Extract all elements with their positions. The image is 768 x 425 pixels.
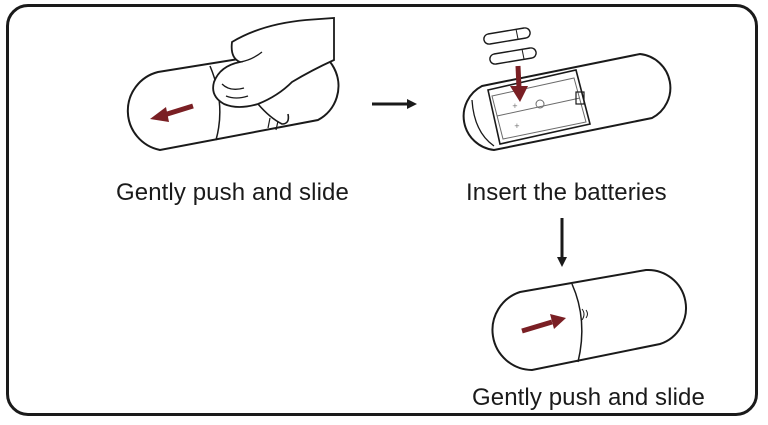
step1-illustration <box>126 17 340 152</box>
remote-body-step3 <box>491 268 687 372</box>
step2-caption: Insert the batteries <box>466 179 667 206</box>
slide-arrow-right <box>521 314 566 334</box>
slide-arrow-left <box>150 103 194 122</box>
diagram-frame <box>6 4 758 416</box>
batteries-icon <box>483 27 537 65</box>
step2-illustration: + + <box>462 27 672 152</box>
step3-illustration <box>491 268 687 372</box>
svg-text:+: + <box>514 122 520 130</box>
insert-arrow-down <box>510 65 528 102</box>
hand-icon <box>212 17 335 131</box>
svg-text:+: + <box>512 102 518 110</box>
step1-caption: Gently push and slide <box>116 179 349 206</box>
step3-caption: Gently push and slide <box>472 384 705 411</box>
